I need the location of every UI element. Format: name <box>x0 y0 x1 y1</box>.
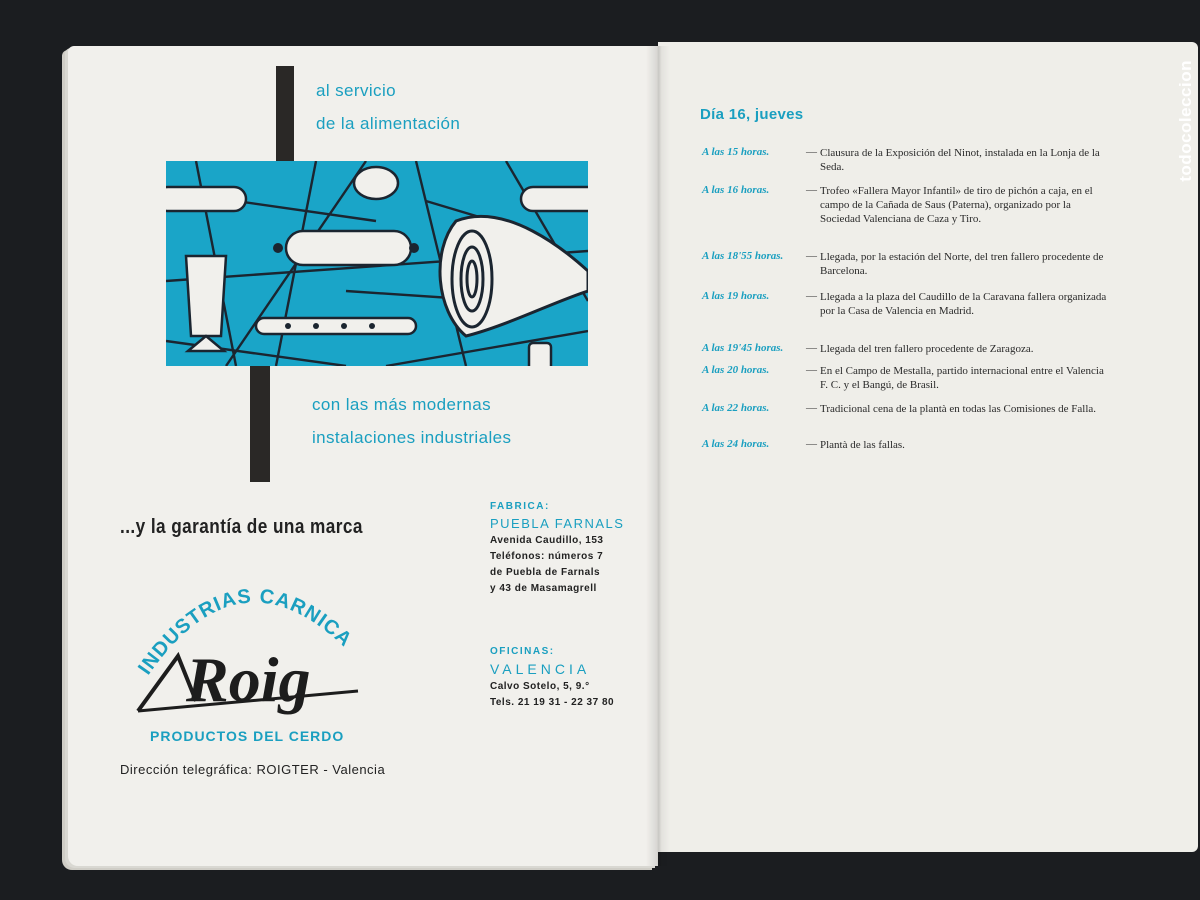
factory-label: FABRICA: <box>490 501 550 512</box>
decor-bar-top <box>276 66 294 166</box>
event-dash: — <box>806 250 817 262</box>
food-industry-illustration <box>166 161 588 366</box>
offices-label: OFICINAS: <box>490 646 555 657</box>
slogan-top: al servicio de la alimentación <box>316 74 460 140</box>
open-booklet: al servicio de la alimentación <box>58 36 1198 874</box>
event-dash: — <box>806 146 817 158</box>
products-label: PRODUCTOS DEL CERDO <box>150 728 345 744</box>
day-title: Día 16, jueves <box>700 106 804 123</box>
factory-line: de Puebla de Farnals <box>490 567 601 578</box>
event-time: A las 22 horas. <box>702 402 770 414</box>
watermark: todocoleccion <box>1176 60 1195 182</box>
event-time: A las 16 horas. <box>702 184 770 196</box>
event-time: A las 18'55 horas. <box>702 250 784 262</box>
slogan-top-line-2: de la alimentación <box>316 114 461 133</box>
factory-line: Teléfonos: números 7 <box>490 551 604 562</box>
event-dash: — <box>806 438 817 450</box>
brand-logo: INDUSTRIAS CARNICAS Roig <box>108 551 359 715</box>
event-time: A las 15 horas. <box>702 146 770 158</box>
event-description: Trofeo «Fallera Mayor Infantil» de tiro … <box>820 185 1093 225</box>
event-dash: — <box>806 184 817 196</box>
factory-info: FABRICA: PUEBLA FARNALS Avenida Caudillo… <box>490 501 624 597</box>
telegraph-address: Dirección telegráfica: ROIGTER - Valenci… <box>120 762 386 777</box>
event-time: A las 19 horas. <box>702 290 770 302</box>
event-description: En el Campo de Mestalla, partido interna… <box>820 365 1104 391</box>
event-time: A las 19'45 horas. <box>702 342 784 354</box>
brand-name: Roig <box>185 644 310 715</box>
right-page-program: Día 16, jueves A las 15 horas.—Clausura … <box>658 42 1198 852</box>
offices-line: Tels. 21 19 31 - 22 37 80 <box>490 697 615 708</box>
decor-bar-bottom <box>250 362 270 482</box>
brand-tagline: ...y la garantía de una marca <box>120 516 363 538</box>
slogan-bottom: con las más modernas instalaciones indus… <box>312 388 511 454</box>
event-dash: — <box>806 342 817 354</box>
left-page-advertisement: al servicio de la alimentación <box>68 46 658 866</box>
event-time: A las 24 horas. <box>702 438 770 450</box>
factory-city: PUEBLA FARNALS <box>490 516 625 531</box>
event-description: Llegada a la plaza del Caudillo de la Ca… <box>820 291 1107 317</box>
event-description: Plantà de las fallas. <box>820 439 905 451</box>
book-gutter <box>646 46 670 866</box>
event-description: Tradicional cena de la plantà en todas l… <box>820 403 1097 415</box>
event-dash: — <box>806 402 817 414</box>
offices-info: OFICINAS: VALENCIA Calvo Sotelo, 5, 9.° … <box>490 646 614 711</box>
slogan-bottom-line-2: instalaciones industriales <box>312 428 512 447</box>
offices-line: Calvo Sotelo, 5, 9.° <box>490 681 590 692</box>
event-time: A las 20 horas. <box>702 364 770 376</box>
factory-line: y 43 de Masamagrell <box>490 583 597 594</box>
event-description: Clausura de la Exposición del Ninot, ins… <box>820 147 1100 173</box>
offices-city: VALENCIA <box>490 661 591 677</box>
slogan-bottom-line-1: con las más modernas <box>312 395 492 414</box>
factory-line: Avenida Caudillo, 153 <box>490 535 604 546</box>
event-description: Llegada, por la estación del Norte, del … <box>820 251 1104 277</box>
event-dash: — <box>806 290 817 302</box>
event-dash: — <box>806 364 817 376</box>
slogan-top-line-1: al servicio <box>316 81 396 100</box>
event-description: Llegada del tren fallero procedente de Z… <box>820 343 1034 355</box>
